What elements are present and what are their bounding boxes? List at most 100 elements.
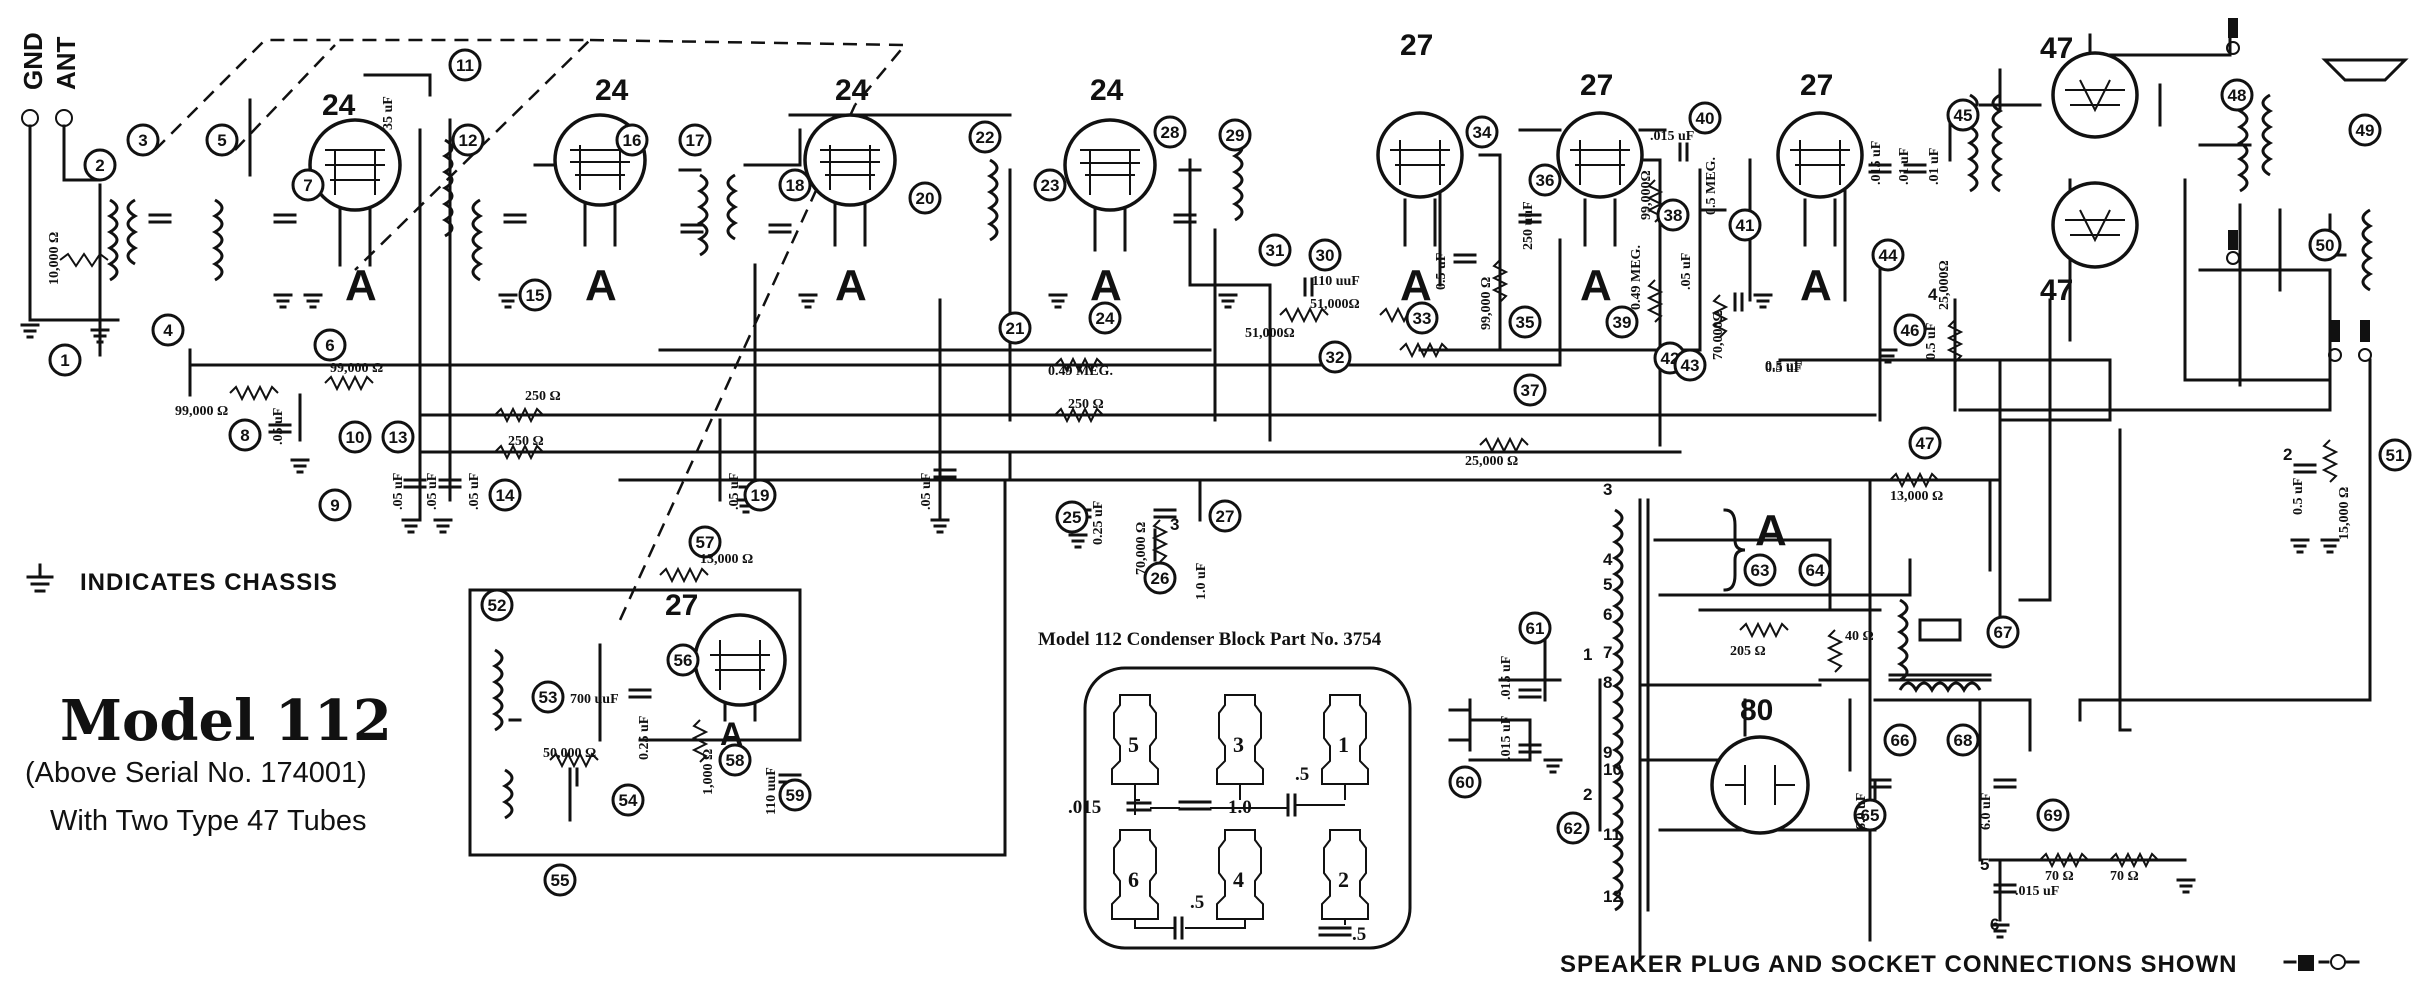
- callout-26-label: 26: [1151, 569, 1170, 588]
- callout-62: 62: [1556, 811, 1590, 845]
- tube-6-27: 27 A: [1556, 69, 1644, 310]
- callout-31-label: 31: [1266, 241, 1285, 260]
- tube-1-24: 24 A: [308, 89, 402, 310]
- callout-33-label: 33: [1413, 309, 1432, 328]
- callout-48: 48: [2220, 78, 2254, 112]
- callout-31: 31: [1258, 233, 1292, 267]
- callout-30: 30: [1308, 238, 1342, 272]
- value-c6a: 6.0 uF: [1854, 793, 1869, 830]
- callout-32-label: 32: [1326, 348, 1345, 367]
- callout-68: 68: [1946, 723, 1980, 757]
- callout-7: 7: [291, 168, 325, 202]
- callout-25-label: 25: [1063, 508, 1082, 527]
- callout-47: 47: [1908, 426, 1942, 460]
- section-1: 1: [1321, 694, 1369, 785]
- callout-51-label: 51: [2386, 446, 2405, 465]
- value-c35: 35 uF: [381, 96, 396, 130]
- callout-21-label: 21: [1006, 319, 1025, 338]
- transformer-pin-8: 8: [1603, 673, 1612, 692]
- callout-28: 28: [1153, 115, 1187, 149]
- callout-38: 38: [1656, 198, 1690, 232]
- value-c10: 1.0 uF: [1194, 563, 1209, 600]
- transformer-pin-6: 6: [1603, 605, 1612, 624]
- main-wiring: [28, 33, 2372, 962]
- value-r51000a: 51,000Ω: [1245, 326, 1295, 341]
- callout-28-label: 28: [1161, 123, 1180, 142]
- callout-8: 8: [228, 418, 262, 452]
- callout-49-label: 49: [2356, 121, 2375, 140]
- callout-24-label: 24: [1096, 309, 1115, 328]
- callout-29: 29: [1218, 118, 1252, 152]
- value-r25000a: 25,000 Ω: [1465, 454, 1518, 469]
- value-c05uf6: 0.5 uF: [1765, 361, 1802, 376]
- callout-60-label: 60: [1456, 773, 1475, 792]
- chassis-legend: INDICATES CHASSIS: [26, 563, 337, 596]
- callout-10: 10: [338, 420, 372, 454]
- transformer-pin-9: 9: [1603, 743, 1612, 762]
- gnd-label: GND: [18, 32, 48, 90]
- callout-45: 45: [1946, 98, 1980, 132]
- callout-22: 22: [968, 120, 1002, 154]
- callout-64: 64: [1798, 553, 1832, 587]
- block-cap-015: .015: [1068, 797, 1101, 818]
- callout-44-label: 44: [1879, 246, 1898, 265]
- callout-37-label: 37: [1521, 381, 1540, 400]
- callout-52-label: 52: [488, 596, 507, 615]
- callout-18: 18: [778, 168, 812, 202]
- tube-5-27: 27 A: [1376, 29, 1464, 310]
- antenna-terminals: GND ANT: [18, 32, 102, 322]
- value-r99000c: 99,000 Ω: [1479, 277, 1494, 330]
- callout-9: 9: [318, 488, 352, 522]
- callout-66: 66: [1883, 723, 1917, 757]
- callout-50-label: 50: [2316, 236, 2335, 255]
- tube-3-24: 24 A: [803, 74, 897, 310]
- value-r13000a: 13,000 Ω: [1890, 489, 1943, 504]
- value-c025a: 0.25 uF: [1091, 501, 1106, 545]
- value-c05uf4: 0.5 uF: [1924, 323, 1939, 360]
- callout-11-label: 11: [456, 56, 474, 75]
- condenser-block-title: Model 112 Condenser Block Part No. 3754: [1038, 629, 1382, 650]
- serial-note: (Above Serial No. 174001): [25, 757, 367, 789]
- tube-6-type: 27: [1580, 69, 1613, 102]
- value-c015e: .015 uF: [1499, 716, 1514, 760]
- value-c05a: .05 uF: [271, 408, 286, 445]
- callout-13-label: 13: [389, 428, 408, 447]
- value-r250b: 250 Ω: [508, 434, 544, 449]
- ant-label: ANT: [51, 36, 81, 90]
- section-6: 6: [1111, 829, 1159, 920]
- callout-17: 17: [678, 123, 712, 157]
- tube-11-80: 80: [1710, 694, 1810, 835]
- tubes-note: With Two Type 47 Tubes: [50, 805, 367, 837]
- section-2-label: 2: [1338, 867, 1349, 892]
- callout-8-label: 8: [240, 426, 249, 445]
- heater-brace: A: [1723, 506, 1787, 592]
- tube-9-47: 47: [2040, 181, 2139, 307]
- transformer-pin-4: 4: [1603, 550, 1613, 569]
- block-cap-05b: .5: [1190, 892, 1204, 913]
- tube-10-27: 27 A: [665, 589, 787, 752]
- callout-36: 36: [1528, 163, 1562, 197]
- value-r40: 40 Ω: [1845, 629, 1874, 644]
- value-r70000a: 70,000 Ω: [1134, 522, 1149, 575]
- transformer-pin-5: 5: [1603, 575, 1612, 594]
- section-1-label: 1: [1338, 732, 1349, 757]
- callout-49: 49: [2348, 113, 2382, 147]
- value-r049b: 0.49 MEG.: [1629, 245, 1644, 310]
- value-c015c: .015 uF: [2015, 884, 2059, 899]
- callout-23: 23: [1033, 168, 1067, 202]
- callout-54-label: 54: [619, 791, 638, 810]
- callout-7-label: 7: [303, 176, 312, 195]
- callout-12-label: 12: [459, 131, 478, 150]
- value-c05uf1: .05 uF: [1679, 253, 1694, 290]
- callout-51: 51: [2378, 438, 2412, 472]
- section-4-label: 4: [1233, 867, 1244, 892]
- capacitors: [148, 142, 2317, 894]
- transformer-pin-7: 7: [1603, 643, 1612, 662]
- value-r51000b: 51,000Ω: [1310, 297, 1360, 312]
- value-c05e: .05 uF: [727, 473, 742, 510]
- value-r70a: 70 Ω: [2045, 869, 2074, 884]
- callout-67-label: 67: [1994, 623, 2013, 642]
- callout-46: 46: [1893, 313, 1927, 347]
- value-c015d: .015 uF: [1499, 656, 1514, 700]
